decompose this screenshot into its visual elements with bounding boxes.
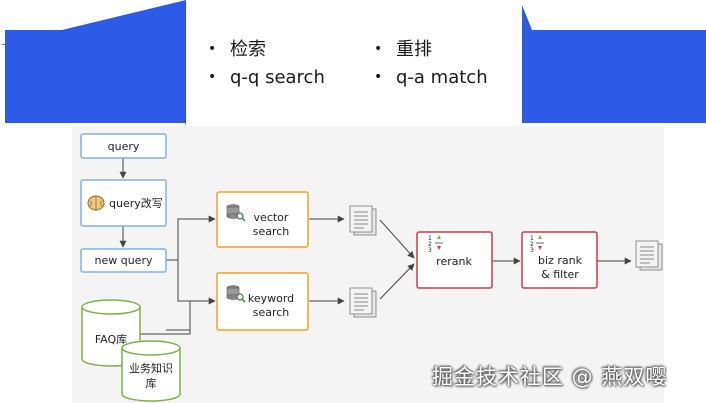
new-query-node: new query xyxy=(80,248,167,273)
rank-digit: 1 xyxy=(530,235,534,242)
arrow xyxy=(379,263,415,300)
connector-line xyxy=(140,301,191,335)
arrow xyxy=(166,259,216,305)
query-node: query xyxy=(80,133,167,159)
bullet-text: q-a match xyxy=(396,67,488,88)
knowledge-base-label-2: 库 xyxy=(146,377,157,390)
database-search-icon xyxy=(226,285,246,303)
watermark: 掘金技术社区 @ 燕双嘤 xyxy=(432,365,668,389)
knowledge-base-database: 业务知识 库 xyxy=(121,340,181,402)
rank-list-icon: 1 2 3 xyxy=(530,235,544,254)
biz-rank-node: 1 2 3 biz rank & filter xyxy=(521,231,598,289)
query-rewrite-node: query改写 xyxy=(80,179,167,227)
query-label: query xyxy=(108,140,140,153)
bullet-item: • q-q search xyxy=(208,67,325,88)
bullet-text: q-q search xyxy=(230,67,325,88)
vector-search-node: vector search xyxy=(216,191,309,248)
rerank-node: 1 2 3 rerank xyxy=(416,231,493,289)
rerank-label: rerank xyxy=(436,255,472,268)
rank-digit: 3 xyxy=(530,247,534,254)
bullet-dot: • xyxy=(208,41,217,57)
vector-search-label-2: search xyxy=(253,225,290,238)
rank-digit: 2 xyxy=(428,241,432,248)
faq-database-label: FAQ库 xyxy=(95,333,127,346)
bullet-card: • 检索 • 重排 • q-q search • q-a match xyxy=(186,0,522,126)
biz-rank-label-1: biz rank xyxy=(538,254,583,267)
brain-icon xyxy=(87,195,105,211)
keyword-search-label-2: search xyxy=(253,306,290,319)
bullet-item: • q-a match xyxy=(374,67,488,88)
connectors xyxy=(119,158,632,335)
bullet-item: • 重排 xyxy=(374,35,432,61)
bullet-item: • 检索 xyxy=(208,35,266,61)
query-rewrite-label: query改写 xyxy=(109,196,163,210)
arrow xyxy=(379,219,415,259)
rank-digit: 1 xyxy=(428,235,432,242)
biz-rank-label-2: & filter xyxy=(541,268,579,281)
knowledge-base-label-1: 业务知识 xyxy=(129,361,173,375)
new-query-label: new query xyxy=(95,254,153,267)
rank-digit: 2 xyxy=(530,241,534,248)
document-icon xyxy=(349,287,377,318)
document-icon xyxy=(349,205,377,236)
keyword-search-node: keyword search xyxy=(216,272,309,331)
bullet-text: 检索 xyxy=(230,39,266,60)
bullet-dot: • xyxy=(208,69,217,85)
vector-search-label-1: vector xyxy=(254,211,289,224)
document-icon xyxy=(635,240,663,271)
arrow xyxy=(166,215,216,261)
rank-digit: 3 xyxy=(428,247,432,254)
bullet-text: 重排 xyxy=(396,39,432,60)
database-search-icon xyxy=(226,204,246,222)
keyword-search-label-1: keyword xyxy=(248,292,294,305)
rank-list-icon: 1 2 3 xyxy=(428,235,443,254)
bullet-dot: • xyxy=(374,41,383,57)
bullet-dot: • xyxy=(374,69,383,85)
